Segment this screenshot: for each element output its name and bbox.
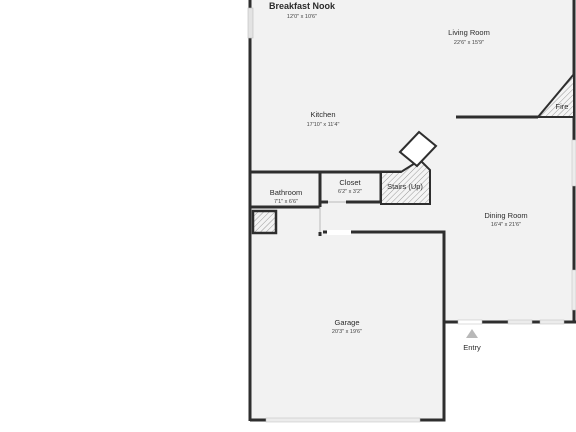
kitchen-label: Kitchen	[310, 110, 335, 119]
bathroom-fixture	[251, 209, 278, 235]
fireplace-label: Fire	[556, 102, 569, 111]
floor-area	[251, 0, 576, 420]
room-kitchen: Kitchen 17'10" x 11'4"	[307, 110, 340, 128]
openings	[247, 7, 576, 423]
closet-dims: 6'2" x 3'2"	[338, 189, 362, 195]
room-closet: Closet 6'2" x 3'2"	[338, 178, 362, 195]
garage-label: Garage	[334, 318, 359, 327]
dining-room-label: Dining Room	[484, 211, 527, 220]
dining-room-dims: 16'4" x 21'6"	[491, 222, 521, 228]
breakfast-nook-label: Breakfast Nook	[269, 1, 336, 11]
fireplace-block	[535, 71, 575, 118]
bathroom-label: Bathroom	[270, 188, 303, 197]
triangle-up-icon	[466, 329, 478, 338]
room-garage: Garage 20'3" x 19'6"	[332, 318, 362, 335]
room-living-room: Living Room 22'6" x 15'9"	[448, 28, 490, 46]
entry-label: Entry	[463, 343, 481, 352]
stairs-block	[380, 158, 431, 205]
bathroom-dims: 7'1" x 6'6"	[274, 199, 298, 205]
living-room-label: Living Room	[448, 28, 490, 37]
stairs-label: Stairs (Up)	[387, 182, 423, 191]
closet-label: Closet	[339, 178, 361, 187]
room-dining-room: Dining Room 16'4" x 21'6"	[484, 211, 527, 228]
room-bathroom: Bathroom 7'1" x 6'6"	[270, 188, 303, 205]
breakfast-nook-dims: 12'0" x 10'6"	[287, 14, 317, 20]
living-room-dims: 22'6" x 15'9"	[454, 40, 484, 46]
room-breakfast-nook: Breakfast Nook 12'0" x 10'6"	[269, 1, 336, 20]
stair-rail	[398, 130, 438, 168]
garage-dims: 20'3" x 19'6"	[332, 329, 362, 335]
kitchen-dims: 17'10" x 11'4"	[307, 122, 340, 128]
